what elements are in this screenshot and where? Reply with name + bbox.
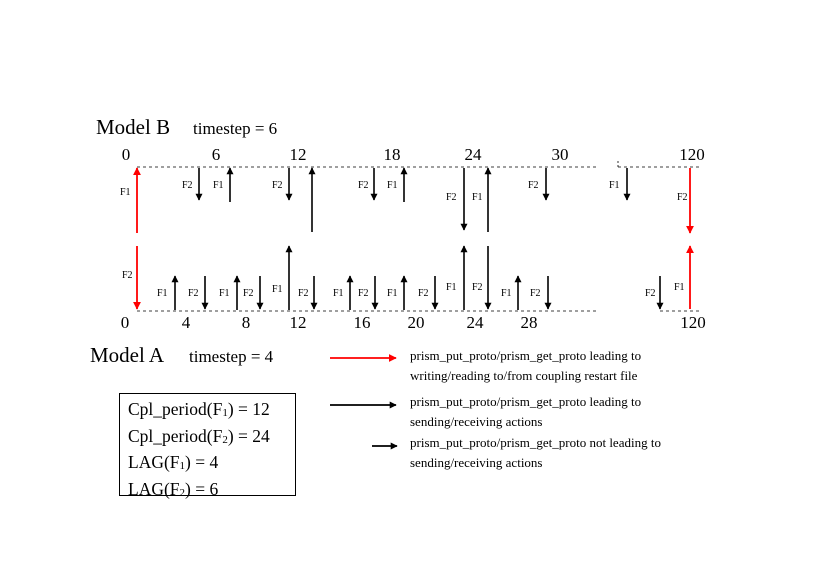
tick-a-8: 8 xyxy=(242,313,251,332)
model-b-arrows xyxy=(195,167,631,232)
tick-a-24: 24 xyxy=(467,313,485,332)
field-label: F1 xyxy=(674,282,685,293)
legend-black-long-line1: prism_put_proto/prism_get_proto leading … xyxy=(410,394,642,409)
tick-b-0: 0 xyxy=(122,145,131,164)
tick-a-4: 4 xyxy=(182,313,191,332)
field-label: F1 xyxy=(333,288,344,299)
field-label: F2 xyxy=(528,180,539,191)
cpl-period-f2: Cpl_period(F2) = 24 xyxy=(128,425,270,446)
tick-b-30: 30 xyxy=(552,145,569,164)
model-b-field-labels: F1 F2 F1 F2 F2 F1 F2 F1 F2 F1 F2 xyxy=(120,180,688,203)
tick-b-120: 120 xyxy=(679,145,705,164)
legend-red-description: prism_put_proto/prism_get_proto leading … xyxy=(410,346,641,386)
field-label: F2 xyxy=(472,282,483,293)
tick-b-12: 12 xyxy=(290,145,307,164)
field-label: F1 xyxy=(272,284,283,295)
legend-black-short-line2: sending/receiving actions xyxy=(410,455,543,470)
model-b-title: Model B xyxy=(96,115,170,139)
tick-b-18: 18 xyxy=(384,145,401,164)
field-label: F2 xyxy=(418,288,429,299)
model-a-timestep: timestep = 4 xyxy=(189,347,274,366)
model-b-tick-labels: 0 6 12 18 24 30 120 xyxy=(122,145,705,164)
field-label: F2 xyxy=(530,288,541,299)
model-a-title: Model A xyxy=(90,343,165,367)
tick-a-28: 28 xyxy=(521,313,538,332)
tick-a-20: 20 xyxy=(408,313,425,332)
field-label: F2 xyxy=(446,192,457,203)
legend-black-short-line1: prism_put_proto/prism_get_proto not lead… xyxy=(410,435,661,450)
field-label: F1 xyxy=(446,282,457,293)
tick-a-120: 120 xyxy=(680,313,706,332)
model-b-timeline xyxy=(137,161,700,168)
lag-f2: LAG(F2) = 6 xyxy=(128,478,219,499)
field-label: F1 xyxy=(609,180,620,191)
model-a-field-labels: F2 F1 F2 F1 F2 F1 F2 F1 F2 F1 F2 F1 F2 F… xyxy=(122,270,685,299)
field-label: F1 xyxy=(120,187,131,198)
field-label: F1 xyxy=(387,288,398,299)
field-label: F2 xyxy=(677,192,688,203)
legend-red-line1: prism_put_proto/prism_get_proto leading … xyxy=(410,348,642,363)
tick-b-6: 6 xyxy=(212,145,221,164)
field-label: F2 xyxy=(122,270,133,281)
model-a-tick-labels: 0 4 8 12 16 20 24 28 120 xyxy=(121,313,706,332)
legend-black-long-line2: sending/receiving actions xyxy=(410,414,543,429)
tick-a-0: 0 xyxy=(121,313,130,332)
field-label: F2 xyxy=(272,180,283,191)
legend-red-line2: writing/reading to/from coupling restart… xyxy=(410,368,638,383)
field-label: F1 xyxy=(213,180,224,191)
cpl-period-f1: Cpl_period(F1) = 12 xyxy=(128,399,270,419)
model-a-arrows xyxy=(171,245,664,310)
field-label: F1 xyxy=(501,288,512,299)
field-label: F1 xyxy=(472,192,483,203)
legend-arrows xyxy=(330,354,398,450)
field-label: F2 xyxy=(182,180,193,191)
tick-a-12: 12 xyxy=(290,313,307,332)
field-label: F1 xyxy=(219,288,230,299)
lag-f1: LAG(F1) = 4 xyxy=(128,452,219,472)
tick-b-24: 24 xyxy=(465,145,483,164)
field-label: F2 xyxy=(358,180,369,191)
legend-black-long-description: prism_put_proto/prism_get_proto leading … xyxy=(410,392,641,432)
field-label: F2 xyxy=(298,288,309,299)
restart-arrows xyxy=(133,167,694,310)
field-label: F1 xyxy=(387,180,398,191)
field-label: F2 xyxy=(243,288,254,299)
field-label: F2 xyxy=(188,288,199,299)
field-label: F2 xyxy=(358,288,369,299)
field-label: F2 xyxy=(645,288,656,299)
coupling-parameters-box: Cpl_period(F1) = 12 Cpl_period(F2) = 24 … xyxy=(119,393,296,499)
tick-a-16: 16 xyxy=(354,313,371,332)
model-b-timestep: timestep = 6 xyxy=(193,119,277,138)
legend-black-short-description: prism_put_proto/prism_get_proto not lead… xyxy=(410,433,661,473)
field-label: F1 xyxy=(157,288,168,299)
